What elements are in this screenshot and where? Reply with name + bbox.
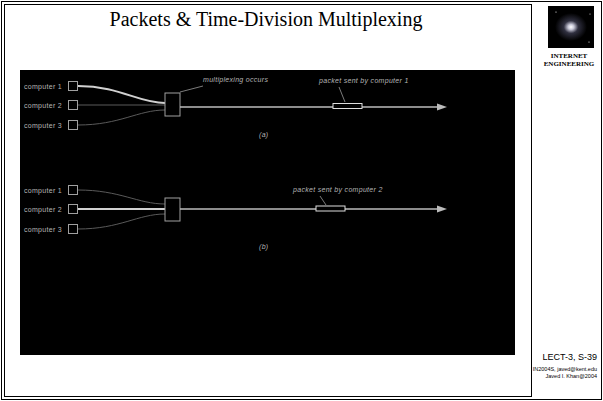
idle-wire [78,190,165,204]
computer-box [68,81,78,91]
computer-box [68,204,78,214]
callout-label: packet sent by computer 1 [318,76,410,85]
panel-tag: (a) [258,130,269,139]
computer-node: computer 1 [24,81,78,91]
computer-node: computer 2 [24,204,78,214]
active-wire [78,86,165,103]
packet [333,104,362,109]
packet [316,206,345,211]
computer-node: computer 1 [24,185,78,195]
computer-box [68,120,78,130]
multiplexer-box [165,93,180,116]
arrowhead [437,104,447,111]
shared-link [180,106,438,108]
idle-wire [78,214,165,229]
computer-label: computer 1 [24,186,62,195]
leader-line [320,196,326,205]
computer-node: computer 3 [24,224,78,234]
slide-number: LECT-3, S-39 [542,352,597,362]
computer-node: computer 2 [24,100,78,110]
computer-label: computer 3 [24,225,62,234]
callout-label: packet sent by computer 2 [292,185,384,194]
computer-box [68,185,78,195]
star [590,14,591,15]
computer-box [68,100,78,110]
illustration-panel: computer 1 computer 2 computer 3 computer 1… [20,70,515,355]
idle-wire [78,105,165,106]
galaxy-glow [555,13,587,41]
slide-title: Packets & Time-Division Multiplexing [0,8,532,31]
star [555,11,556,12]
course-credit: IN2004S, javed@kent.edu [533,366,597,373]
leader-line [339,87,345,102]
content-border [5,5,532,397]
active-wire [78,208,165,210]
panel-tag: (b) [258,242,269,251]
leader-line [180,86,203,92]
logo-caption: INTERNET ENGINEERING [538,52,600,68]
computer-label: computer 2 [24,101,62,110]
arrowhead [437,206,447,213]
galaxy-image [548,6,594,48]
computer-label: computer 2 [24,205,62,214]
computer-box [68,224,78,234]
shared-link [180,208,438,210]
callout-label: multiplexing occurs [202,75,269,84]
computer-label: computer 3 [24,121,62,130]
computer-node: computer 3 [24,120,78,130]
idle-wire [78,110,165,125]
star [588,41,589,42]
multiplexer-box [165,198,180,221]
computer-label: computer 1 [24,82,62,91]
multiplexing-illustration [20,70,515,355]
copyright: Javed I. Khan@2004 [546,373,597,380]
